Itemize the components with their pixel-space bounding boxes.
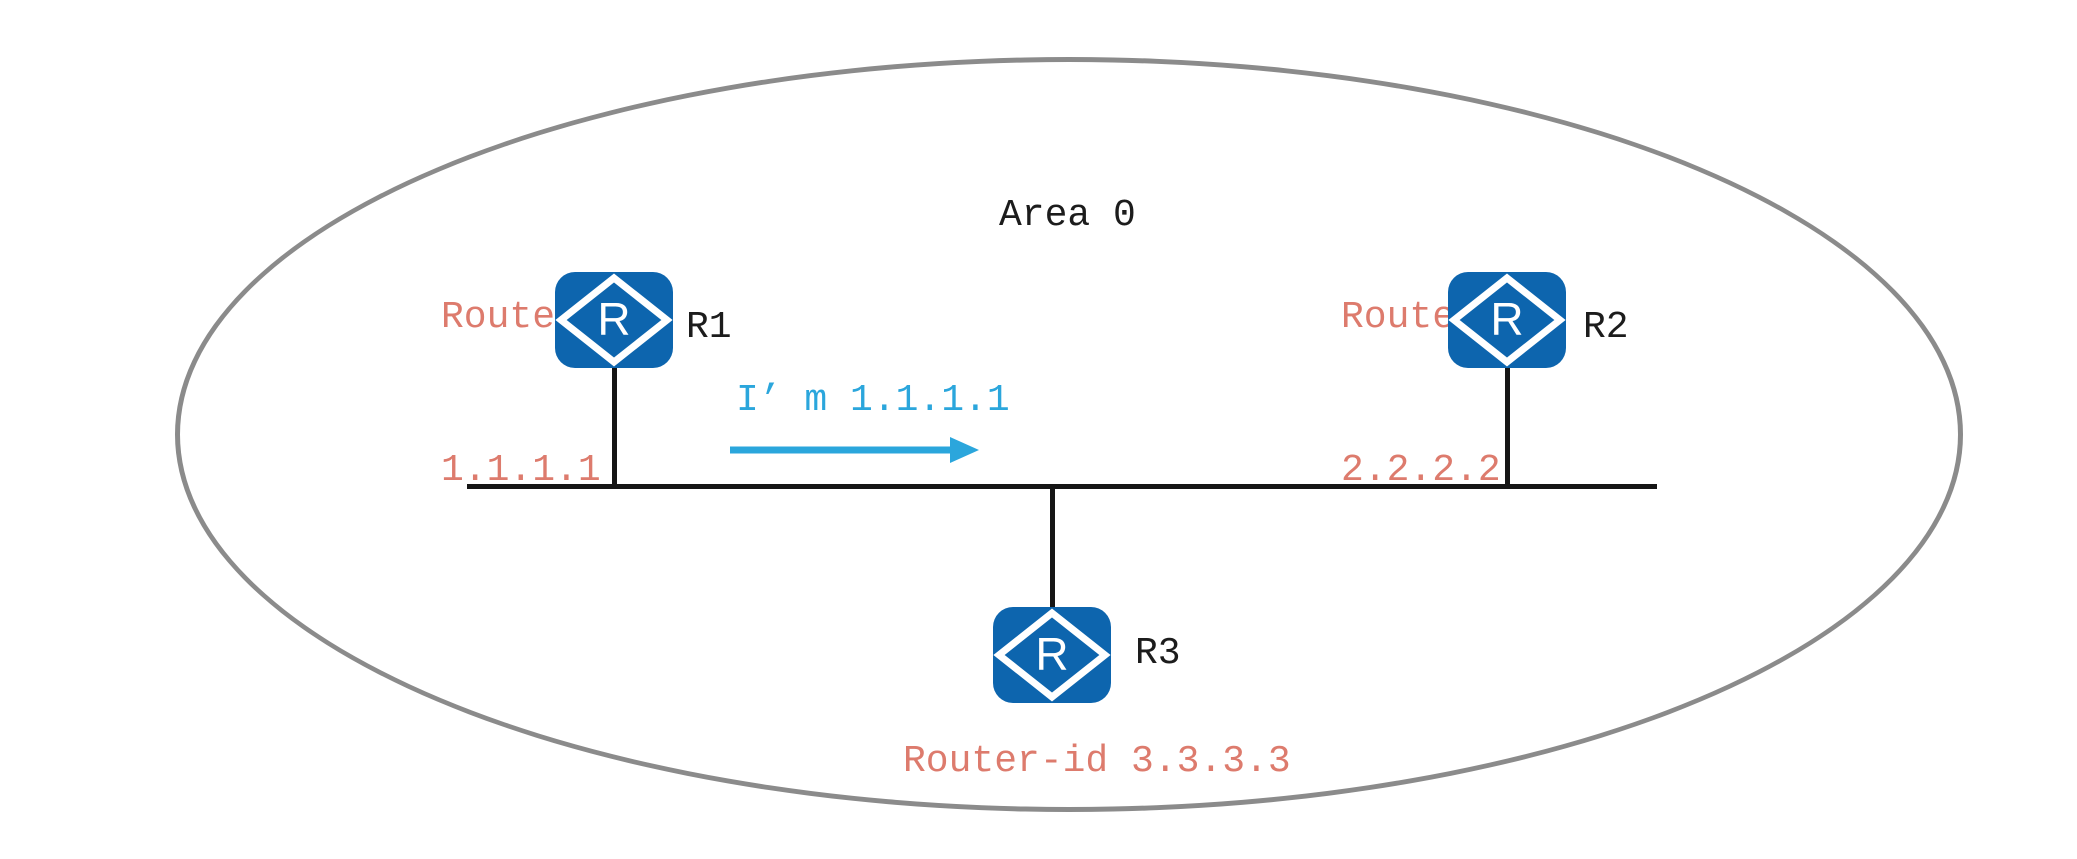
- router-icon-letter: R: [597, 293, 630, 345]
- hello-message-label: I’ m 1.1.1.1: [736, 379, 1010, 422]
- r3-router-id-label: Router-id 3.3.3.3: [903, 740, 1291, 783]
- r1-link-line: [612, 366, 617, 486]
- r1-name-label: R1: [686, 306, 732, 349]
- router-icon-letter: R: [1490, 293, 1523, 345]
- router-icon-graphic: R: [993, 607, 1111, 703]
- router-icon-letter: R: [1035, 628, 1068, 680]
- r2-name-label: R2: [1583, 306, 1629, 349]
- hello-message-arrow-icon: [730, 437, 979, 463]
- r2-router-id-line2: 2.2.2.2: [1341, 449, 1501, 492]
- network-bus-line: [467, 484, 1657, 489]
- r3-link-line: [1050, 486, 1055, 609]
- router-icon-graphic: R: [1448, 272, 1566, 368]
- r1-router-icon: R: [555, 272, 673, 368]
- router-icon-graphic: R: [555, 272, 673, 368]
- r2-router-id-label: Router-id 2.2.2.2: [1341, 190, 1546, 598]
- r1-router-id-label: Router-id 1.1.1.1: [441, 190, 646, 598]
- area-label: Area 0: [999, 194, 1136, 237]
- r3-name-label: R3: [1135, 632, 1181, 675]
- r3-router-icon: R: [993, 607, 1111, 703]
- r2-link-line: [1505, 366, 1510, 486]
- r1-router-id-line2: 1.1.1.1: [441, 449, 601, 492]
- area-boundary-ellipse: [175, 57, 1963, 812]
- r2-router-icon: R: [1448, 272, 1566, 368]
